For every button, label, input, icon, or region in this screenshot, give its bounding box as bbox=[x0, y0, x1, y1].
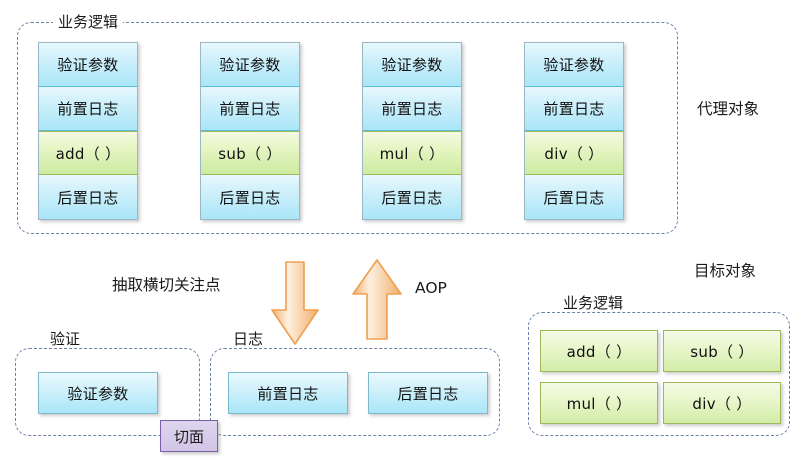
aspect-item-after-log: 后置日志 bbox=[368, 372, 488, 414]
proxy-cell-after-log: 后置日志 bbox=[39, 175, 137, 219]
target-method-div: div（ ） bbox=[663, 382, 781, 424]
validation-group bbox=[15, 348, 200, 436]
extract-concerns-arrow bbox=[269, 260, 321, 348]
proxy-cell-method: mul（ ） bbox=[363, 131, 461, 175]
proxy-cell-before-log: 前置日志 bbox=[363, 87, 461, 131]
proxy-cell-method: add（ ） bbox=[39, 131, 137, 175]
proxy-cell-after-log: 后置日志 bbox=[201, 175, 299, 219]
proxy-cell-validate: 验证参数 bbox=[39, 43, 137, 87]
proxy-cell-validate: 验证参数 bbox=[525, 43, 623, 87]
proxy-cell-method: div（ ） bbox=[525, 131, 623, 175]
target-object-caption: 目标对象 bbox=[694, 262, 757, 280]
aop-arrow bbox=[350, 258, 404, 342]
extract-concerns-caption: 抽取横切关注点 bbox=[112, 276, 221, 294]
proxy-object-caption: 代理对象 bbox=[697, 100, 760, 118]
proxy-cell-before-log: 前置日志 bbox=[39, 87, 137, 131]
validation-group-label: 验证 bbox=[45, 330, 86, 348]
aspect-item-validate-params: 验证参数 bbox=[38, 372, 158, 414]
logging-group bbox=[210, 348, 500, 436]
target-business-logic-group bbox=[528, 312, 790, 436]
aspect-item-before-log: 前置日志 bbox=[228, 372, 348, 414]
proxy-column-mul: 验证参数 前置日志 mul（ ） 后置日志 bbox=[362, 42, 462, 220]
aspect-badge: 切面 bbox=[160, 420, 218, 452]
logging-group-label: 日志 bbox=[228, 330, 269, 348]
target-method-sub: sub（ ） bbox=[663, 330, 781, 372]
proxy-cell-after-log: 后置日志 bbox=[525, 175, 623, 219]
proxy-group-label: 业务逻辑 bbox=[53, 13, 124, 31]
proxy-cell-before-log: 前置日志 bbox=[201, 87, 299, 131]
proxy-column-sub: 验证参数 前置日志 sub（ ） 后置日志 bbox=[200, 42, 300, 220]
proxy-cell-validate: 验证参数 bbox=[201, 43, 299, 87]
target-group-label: 业务逻辑 bbox=[558, 294, 629, 312]
target-method-mul: mul（ ） bbox=[540, 382, 658, 424]
proxy-cell-validate: 验证参数 bbox=[363, 43, 461, 87]
proxy-object-group bbox=[17, 22, 678, 234]
proxy-cell-method: sub（ ） bbox=[201, 131, 299, 175]
proxy-column-add: 验证参数 前置日志 add（ ） 后置日志 bbox=[38, 42, 138, 220]
aop-caption: AOP bbox=[415, 279, 447, 297]
target-method-add: add（ ） bbox=[540, 330, 658, 372]
proxy-column-div: 验证参数 前置日志 div（ ） 后置日志 bbox=[524, 42, 624, 220]
proxy-cell-after-log: 后置日志 bbox=[363, 175, 461, 219]
proxy-cell-before-log: 前置日志 bbox=[525, 87, 623, 131]
